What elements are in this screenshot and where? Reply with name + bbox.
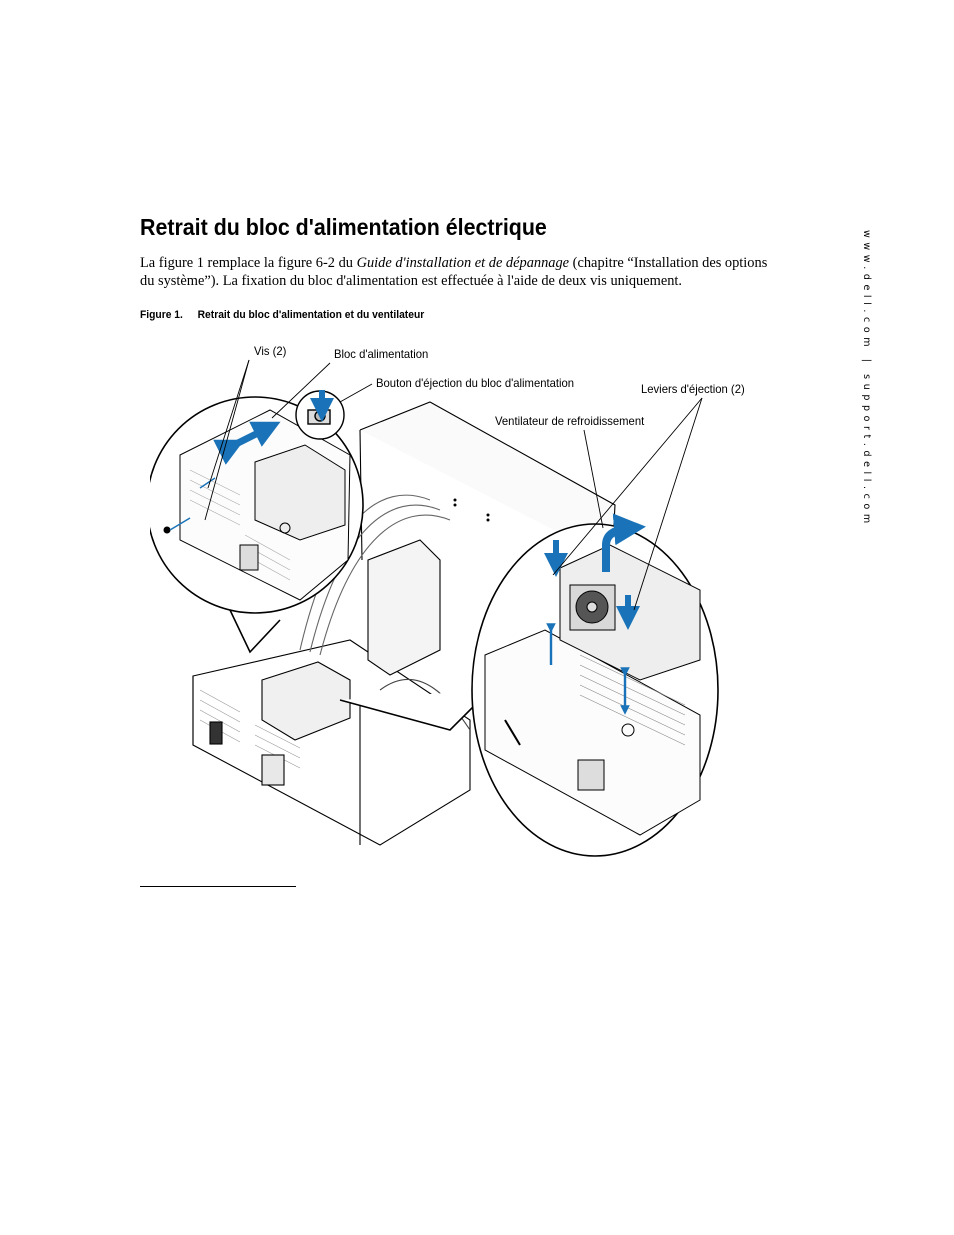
side-url-margin: www.dell.com | support.dell.com	[861, 230, 872, 528]
intro-paragraph: La figure 1 remplace la figure 6-2 du Gu…	[140, 254, 780, 290]
callout-release-levers: Leviers d'éjection (2)	[641, 382, 745, 396]
intro-text-part1: La figure 1 remplace la figure 6-2 du	[140, 255, 357, 271]
computer-illustration	[150, 359, 719, 857]
callout-screws: Vis (2)	[254, 344, 287, 358]
figure-caption-text: Retrait du bloc d'alimentation et du ven…	[197, 309, 425, 321]
footnote-rule	[140, 886, 296, 887]
callout-release-button: Bouton d'éjection du bloc d'alimentation	[376, 376, 575, 390]
figure-caption: Figure 1. Retrait du bloc d'alimentation …	[140, 309, 424, 321]
page-title: Retrait du bloc d'alimentation électriqu…	[140, 214, 547, 240]
callout-cooling-fan: Ventilateur de refroidissement	[495, 414, 645, 428]
intro-text-part2: (chapitre “Installation des options du s…	[140, 255, 768, 289]
callout-power-supply: Bloc d'alimentation	[334, 347, 429, 361]
fan-lever-arrows	[544, 513, 646, 715]
figure-number: Figure 1.	[140, 309, 183, 321]
power-supply-slide-arrow	[213, 421, 281, 465]
callout-leader-lines	[204, 359, 703, 611]
guide-title: Guide d'installation et de dépannage	[356, 255, 570, 271]
